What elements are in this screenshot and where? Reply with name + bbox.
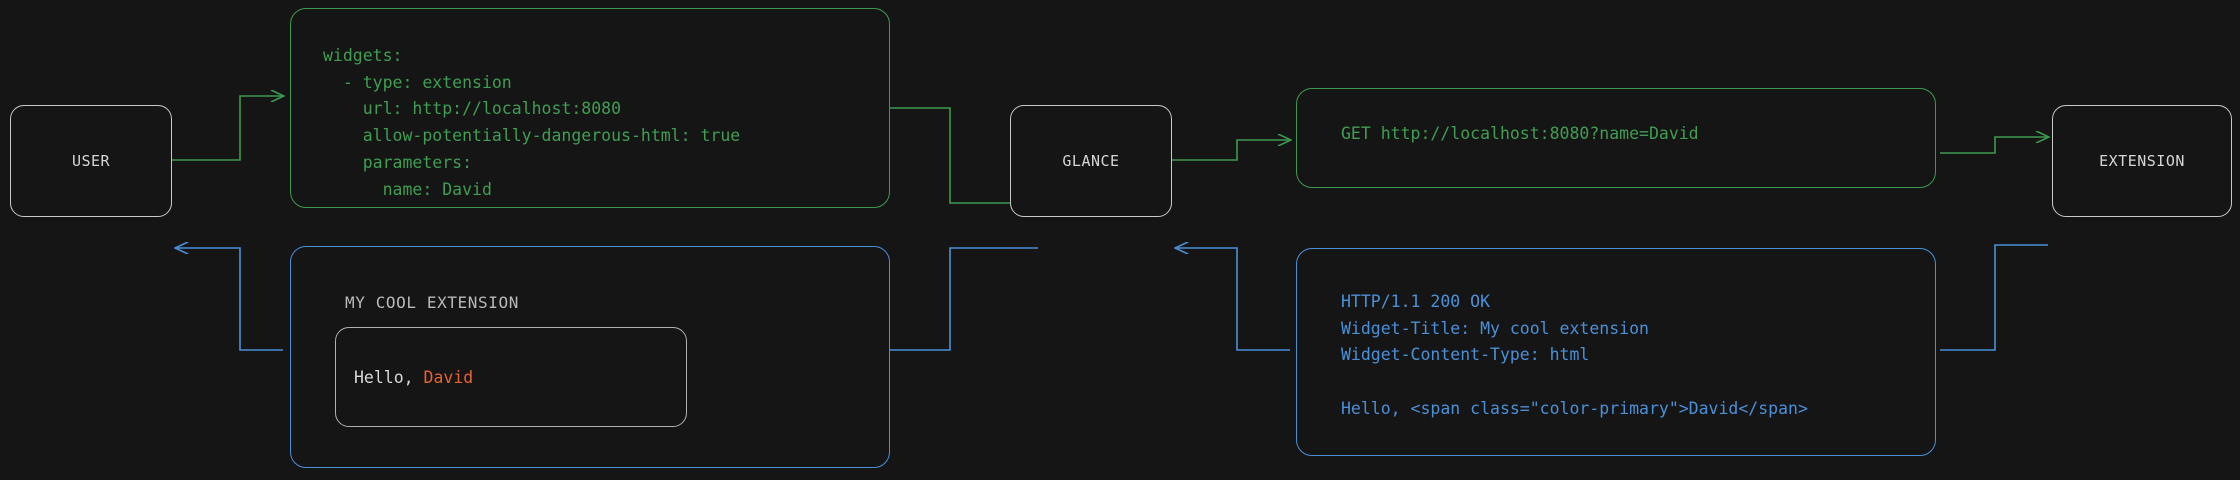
- rendered-widget-content-card[interactable]: Hello, David: [335, 327, 687, 427]
- node-user[interactable]: USER: [10, 105, 172, 217]
- edge-widget-to-user: [176, 248, 283, 351]
- edge-glance-to-request: [1170, 140, 1290, 161]
- node-extension[interactable]: EXTENSION: [2052, 105, 2232, 217]
- rendered-widget-greeting: Hello, David: [336, 368, 473, 387]
- http-response-text: HTTP/1.1 200 OK Widget-Title: My cool ex…: [1341, 292, 1808, 418]
- node-user-label: USER: [71, 152, 111, 170]
- greeting-prefix-text: Hello,: [354, 367, 424, 387]
- edge-request-to-extension: [1940, 137, 2048, 154]
- edge-response-to-glance: [1176, 248, 1290, 351]
- node-glance[interactable]: GLANCE: [1010, 105, 1172, 217]
- rendered-widget-title: MY COOL EXTENSION: [345, 293, 519, 312]
- config-yaml-text: widgets: - type: extension url: http://l…: [323, 46, 741, 199]
- edge-user-to-config: [170, 96, 283, 161]
- http-request-box: GET http://localhost:8080?name=David: [1296, 88, 1936, 188]
- edge-glance-to-widget: [890, 247, 1038, 351]
- node-extension-label: EXTENSION: [2099, 152, 2185, 170]
- rendered-widget-box: MY COOL EXTENSION Hello, David: [290, 246, 890, 468]
- config-yaml-box: widgets: - type: extension url: http://l…: [290, 8, 890, 208]
- greeting-name-text: David: [423, 367, 474, 387]
- http-response-box: HTTP/1.1 200 OK Widget-Title: My cool ex…: [1296, 248, 1936, 456]
- edge-extension-to-response: [1940, 244, 2048, 351]
- node-glance-label: GLANCE: [1062, 152, 1120, 170]
- http-request-text: GET http://localhost:8080?name=David: [1341, 124, 1699, 143]
